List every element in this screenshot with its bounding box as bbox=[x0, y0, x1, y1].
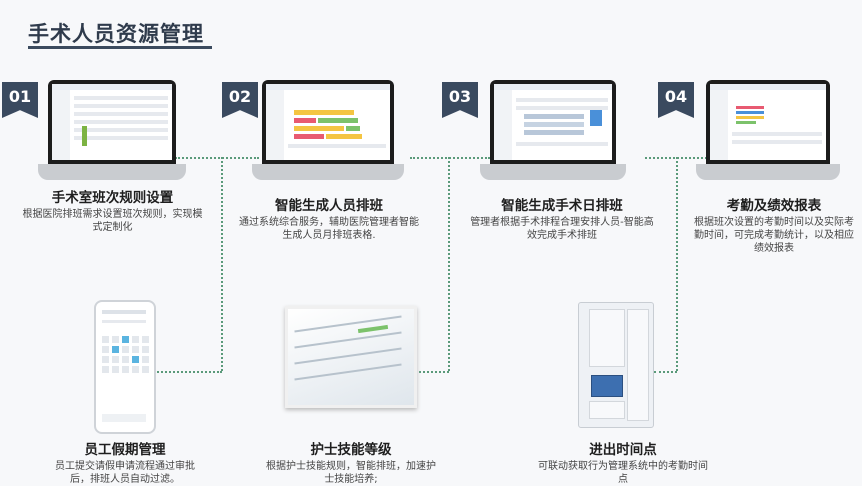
bottom-title: 员工假期管理 bbox=[84, 442, 166, 458]
step-title: 智能生成手术日排班 bbox=[501, 198, 623, 214]
laptop-surgery-schedule bbox=[480, 80, 626, 180]
page-title: 手术人员资源管理 bbox=[28, 22, 204, 46]
connector-line bbox=[448, 157, 450, 371]
laptop-shift-rules bbox=[38, 80, 186, 180]
step-badge-03: 03 bbox=[442, 82, 478, 118]
step-badge-01: 01 bbox=[2, 82, 38, 118]
connector-line bbox=[411, 371, 449, 373]
connector-line bbox=[175, 157, 259, 159]
phone-leave-app bbox=[94, 300, 156, 434]
step-desc: 根据班次设置的考勤时间以及实际考勤时间，可完成考勤统计，以及相应绩效报表 bbox=[694, 217, 854, 254]
laptop-staff-schedule bbox=[252, 80, 404, 180]
bottom-desc: 员工提交请假申请流程通过审批后，排班人员自动过滤。 bbox=[55, 461, 195, 485]
step-desc: 通过系统综合服务，辅助医院管理者智能生成人员月排班表格. bbox=[239, 217, 419, 241]
step-caption-03: 智能生成手术日排班 管理者根据手术排程合理安排人员-智能高效完成手术排班 bbox=[468, 194, 656, 242]
connector-line bbox=[410, 157, 490, 159]
title-underline bbox=[28, 46, 212, 49]
laptop-attendance-report bbox=[696, 80, 840, 180]
step-desc: 根据医院排班需求设置班次规则，实现模式定制化 bbox=[22, 209, 203, 233]
step-caption-04: 考勤及绩效报表 根据班次设置的考勤时间以及实际考勤时间，可完成考勤统计，以及相应… bbox=[690, 194, 858, 255]
step-title: 智能生成人员排班 bbox=[275, 198, 383, 214]
step-desc: 管理者根据手术排程合理安排人员-智能高效完成手术排班 bbox=[470, 217, 654, 241]
connector-line bbox=[676, 157, 678, 371]
connector-line bbox=[654, 371, 677, 373]
nurse-skill-photo bbox=[285, 306, 417, 408]
step-badge-02: 02 bbox=[222, 82, 258, 118]
bottom-caption-skill: 护士技能等级 根据护士技能规则，智能排班，加速护士技能培养; bbox=[262, 438, 440, 486]
bottom-desc: 可联动获取行为管理系统中的考勤时间点 bbox=[538, 461, 708, 485]
step-caption-01: 手术室班次规则设置 根据医院排班需求设置班次规则，实现模式定制化 bbox=[20, 186, 205, 234]
step-title: 手术室班次规则设置 bbox=[51, 190, 174, 206]
bottom-title: 护士技能等级 bbox=[310, 442, 392, 458]
connector-line bbox=[221, 157, 223, 371]
step-title: 考勤及绩效报表 bbox=[726, 198, 822, 214]
access-kiosk bbox=[578, 302, 654, 428]
connector-line bbox=[154, 371, 222, 373]
bottom-desc: 根据护士技能规则，智能排班，加速护士技能培养; bbox=[266, 461, 436, 485]
bottom-caption-leave: 员工假期管理 员工提交请假申请流程通过审批后，排班人员自动过滤。 bbox=[46, 438, 204, 486]
bottom-caption-time: 进出时间点 可联动获取行为管理系统中的考勤时间点 bbox=[534, 438, 712, 486]
bottom-title: 进出时间点 bbox=[589, 442, 657, 458]
step-caption-02: 智能生成人员排班 通过系统综合服务，辅助医院管理者智能生成人员月排班表格. bbox=[235, 194, 423, 242]
step-badge-04: 04 bbox=[658, 82, 694, 118]
